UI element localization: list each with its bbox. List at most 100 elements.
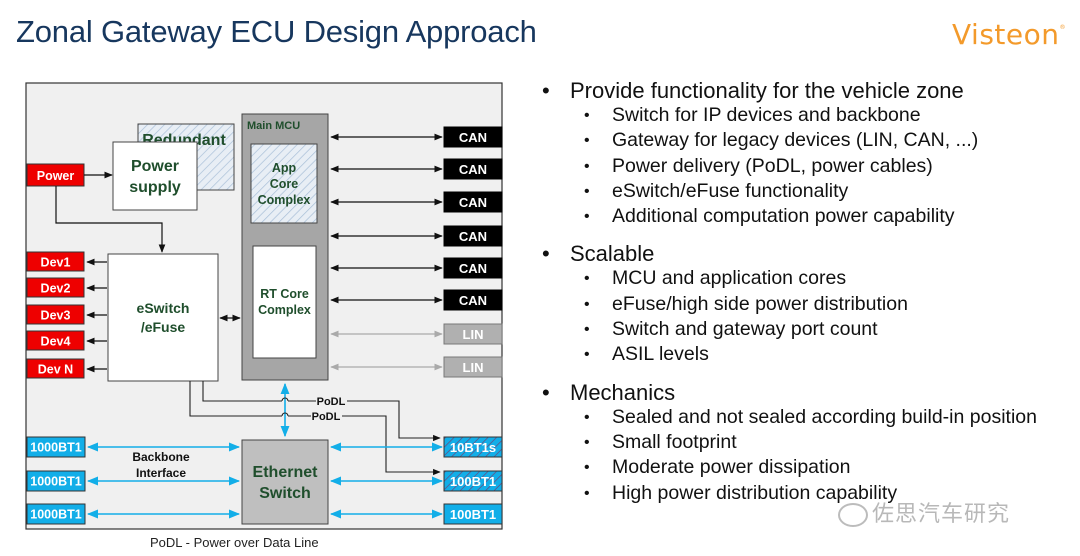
bus-port-label: CAN bbox=[459, 229, 487, 244]
bullet-group: •Mechanics•Sealed and not sealed accordi… bbox=[540, 380, 1080, 506]
power-supply-label-1: Power bbox=[131, 158, 179, 175]
device-label: Dev4 bbox=[41, 335, 71, 349]
sub-bullet-item: •Gateway for legacy devices (LIN, CAN, .… bbox=[540, 128, 1080, 153]
sub-bullet-text: Power delivery (PoDL, power cables) bbox=[612, 154, 933, 177]
backbone-port: 1000BT1 bbox=[26, 503, 241, 525]
app-core-label-1: App bbox=[272, 161, 297, 175]
bullet-group: •Provide functionality for the vehicle z… bbox=[540, 78, 1080, 229]
podl-label-2: PoDL bbox=[312, 411, 341, 423]
edge-port: 10BT1s bbox=[329, 436, 503, 458]
power-to-eswitch-line bbox=[55, 186, 166, 253]
sub-bullet-text: eSwitch/eFuse functionality bbox=[612, 179, 849, 202]
power-supply-block: Power supply bbox=[112, 141, 198, 211]
edge-port: 100BT1 bbox=[329, 503, 503, 525]
device-output: Dev3 bbox=[26, 304, 107, 325]
ethernet-switch-label-1: Ethernet bbox=[253, 464, 319, 481]
sub-bullet-item: • eFuse/high side power distribution bbox=[540, 292, 1080, 317]
can-port: CAN bbox=[330, 158, 503, 180]
bullet-dot-icon: • bbox=[542, 379, 550, 405]
ethernet-switch-block: Ethernet Switch bbox=[241, 439, 329, 525]
rt-core-complex: RT Core Complex bbox=[252, 245, 317, 359]
bus-port-label: CAN bbox=[459, 162, 487, 177]
power-input-label: Power bbox=[37, 169, 75, 183]
device-label: Dev1 bbox=[41, 256, 71, 270]
backbone-port-label: 1000BT1 bbox=[30, 441, 81, 455]
sub-bullet-text: Sealed and not sealed according build-in… bbox=[612, 405, 1037, 428]
can-port: CAN bbox=[330, 191, 503, 213]
sub-bullet-text: Additional computation power capability bbox=[612, 205, 955, 228]
sub-bullet-item: • Additional computation power capability bbox=[540, 204, 1080, 229]
bullet-dot-icon: • bbox=[584, 208, 590, 226]
bus-ports: CAN CAN CAN CAN CAN CAN LIN LIN bbox=[330, 126, 503, 378]
eswitch-label-1: eSwitch bbox=[137, 300, 190, 316]
rt-core-label-1: RT Core bbox=[260, 287, 309, 301]
sub-bullet-text: Small footprint bbox=[612, 430, 737, 453]
sub-bullet-item: • Sealed and not sealed according build-i… bbox=[540, 405, 1080, 430]
backbone-port-label: 1000BT1 bbox=[30, 475, 81, 489]
sub-bullet-text: ASIL levels bbox=[612, 343, 709, 366]
device-output: Dev1 bbox=[26, 251, 107, 272]
sub-bullet-item: •Moderate power dissipation bbox=[540, 455, 1080, 480]
lin-port: LIN bbox=[330, 356, 503, 378]
sub-bullet-text: eFuse/high side power distribution bbox=[612, 292, 908, 315]
device-label: Dev3 bbox=[41, 309, 71, 323]
bullet-dot-icon: • bbox=[584, 321, 590, 339]
sub-bullet-item: •MCU and application cores bbox=[540, 266, 1080, 291]
bullet-dot-icon: • bbox=[584, 433, 590, 451]
bullet-dot-icon: • bbox=[584, 295, 590, 313]
main-mcu-block: Main MCU App Core Complex RT Core Comple… bbox=[241, 113, 329, 381]
sub-bullet-text: High power distribution capability bbox=[612, 481, 898, 504]
rt-core-label-2: Complex bbox=[258, 303, 311, 317]
sub-bullet-text: Switch for IP devices and backbone bbox=[612, 104, 921, 126]
device-output: Dev2 bbox=[26, 277, 107, 298]
bus-port-label: LIN bbox=[463, 327, 484, 342]
watermark: 佐思汽车研究 bbox=[838, 496, 1010, 528]
eswitch-efuse-block: eSwitch /eFuse bbox=[107, 253, 219, 382]
bus-port-label: CAN bbox=[459, 261, 487, 276]
app-core-label-2: Core bbox=[270, 177, 299, 191]
sub-bullet-text: Switch and gateway port count bbox=[612, 318, 878, 341]
diagram-caption: PoDL - Power over Data Line bbox=[150, 535, 319, 550]
bullet-dot-icon: • bbox=[542, 241, 550, 267]
bus-port-label: CAN bbox=[459, 293, 487, 308]
podl-label-1: PoDL bbox=[317, 396, 346, 408]
wechat-icon bbox=[838, 503, 868, 527]
slide-title: Zonal Gateway ECU Design Approach bbox=[16, 14, 537, 49]
bullet-dot-icon: • bbox=[584, 270, 590, 288]
device-label: Dev N bbox=[38, 363, 73, 377]
sub-bullet-item: •High power distribution capability bbox=[540, 481, 1080, 506]
backbone-port: 1000BT1 bbox=[26, 436, 241, 458]
device-label: Dev2 bbox=[41, 282, 71, 296]
bullet-dot-icon: • bbox=[584, 157, 590, 175]
ethernet-switch-label-2: Switch bbox=[259, 485, 311, 502]
eswitch-label-2: /eFuse bbox=[141, 319, 186, 335]
power-input-block: Power bbox=[26, 163, 85, 187]
can-port: CAN bbox=[330, 257, 503, 279]
watermark-text: 佐思汽车研究 bbox=[872, 502, 1011, 527]
app-core-label-3: Complex bbox=[258, 193, 311, 207]
bullet-dot-icon: • bbox=[584, 408, 590, 426]
sub-bullet-item: • eSwitch/eFuse functionality bbox=[540, 179, 1080, 204]
device-output: Dev4 bbox=[26, 330, 107, 351]
backbone-port-label: 1000BT1 bbox=[30, 508, 81, 522]
can-port: CAN bbox=[330, 289, 503, 311]
bus-port-label: CAN bbox=[459, 130, 487, 145]
can-port: CAN bbox=[330, 126, 503, 148]
bullet-dot-icon: • bbox=[584, 132, 590, 150]
visteon-logo: Visteon® bbox=[952, 18, 1066, 51]
backbone-ports: 1000BT1 1000BT1 1000BT1 bbox=[26, 436, 241, 525]
bullet-item: •Scalable bbox=[540, 241, 1080, 266]
bullet-dot-icon: • bbox=[584, 182, 590, 200]
bus-port-label: LIN bbox=[463, 360, 484, 375]
sub-bullet-text: Moderate power dissipation bbox=[612, 456, 851, 479]
app-core-complex: App Core Complex bbox=[250, 143, 318, 224]
bus-port-label: CAN bbox=[459, 195, 487, 210]
bullet-list: •Provide functionality for the vehicle z… bbox=[540, 78, 1080, 518]
bullet-item: •Mechanics bbox=[540, 380, 1080, 405]
backbone-label-2: Interface bbox=[136, 466, 186, 480]
registered-mark: ® bbox=[1059, 24, 1066, 31]
bullet-group: •Scalable•MCU and application cores•eFus… bbox=[540, 241, 1080, 367]
